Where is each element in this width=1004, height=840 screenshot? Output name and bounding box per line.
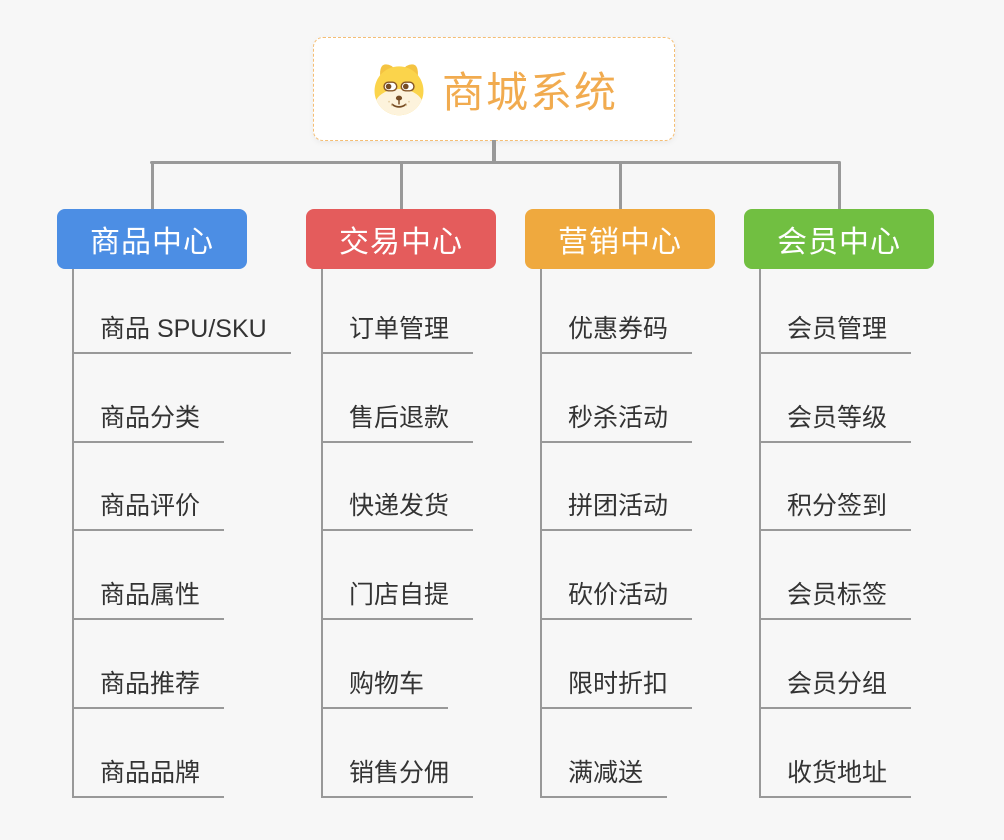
connector-spine-trade [321, 269, 323, 798]
leaf-node[interactable]: 商品品牌 [72, 709, 225, 798]
leaf-node[interactable]: 秒杀活动 [540, 354, 693, 443]
leaf-node[interactable]: 会员等级 [759, 354, 912, 443]
dog-face-icon [370, 60, 428, 118]
leaf-node[interactable]: 商品分类 [72, 354, 225, 443]
leaf-node[interactable]: 商品 SPU/SKU [72, 265, 291, 354]
leaf-node[interactable]: 售后退款 [321, 354, 474, 443]
leaf-node[interactable]: 销售分佣 [321, 709, 474, 798]
leaf-node[interactable]: 砍价活动 [540, 531, 693, 621]
connector-drop-member [837, 163, 841, 210]
connector-root-stub [492, 140, 496, 164]
leaf-node[interactable]: 拼团活动 [540, 443, 693, 532]
leaf-node[interactable]: 门店自提 [321, 531, 474, 621]
branch-items-member: 会员管理 会员等级 积分签到 会员标签 会员分组 收货地址 [759, 265, 912, 798]
branch-node-product-center[interactable]: 商品中心 [57, 209, 247, 269]
branch-node-marketing-center[interactable]: 营销中心 [525, 209, 715, 269]
branch-items-marketing: 优惠券码 秒杀活动 拼团活动 砍价活动 限时折扣 满减送 [540, 265, 693, 798]
leaf-node[interactable]: 购物车 [321, 620, 449, 709]
connector-drop-product [150, 163, 154, 210]
connector-bus [150, 161, 841, 164]
root-node-title: 商城系统 [441, 68, 618, 116]
leaf-node[interactable]: 商品评价 [72, 443, 225, 532]
leaf-node[interactable]: 订单管理 [321, 265, 474, 354]
leaf-node[interactable]: 收货地址 [759, 709, 912, 798]
leaf-node[interactable]: 会员分组 [759, 620, 912, 709]
connector-spine-member [759, 269, 761, 798]
leaf-node[interactable]: 会员标签 [759, 531, 912, 621]
leaf-node[interactable]: 满减送 [540, 709, 668, 798]
leaf-node[interactable]: 积分签到 [759, 443, 912, 532]
connector-drop-trade [399, 163, 403, 210]
connector-spine-marketing [540, 269, 542, 798]
branch-items-trade: 订单管理 售后退款 快递发货 门店自提 购物车 销售分佣 [321, 265, 474, 798]
root-node-mall-system[interactable]: 商城系统 [313, 37, 675, 141]
leaf-node[interactable]: 商品推荐 [72, 620, 225, 709]
leaf-node[interactable]: 快递发货 [321, 443, 474, 532]
connector-spine-product [72, 269, 74, 798]
leaf-node[interactable]: 商品属性 [72, 531, 225, 621]
leaf-node[interactable]: 会员管理 [759, 265, 912, 354]
branch-items-product: 商品 SPU/SKU 商品分类 商品评价 商品属性 商品推荐 商品品牌 [72, 265, 291, 798]
branch-node-trade-center[interactable]: 交易中心 [306, 209, 496, 269]
leaf-node[interactable]: 限时折扣 [540, 620, 693, 709]
leaf-node[interactable]: 优惠券码 [540, 265, 693, 354]
connector-drop-marketing [618, 163, 622, 210]
branch-node-member-center[interactable]: 会员中心 [744, 209, 934, 269]
